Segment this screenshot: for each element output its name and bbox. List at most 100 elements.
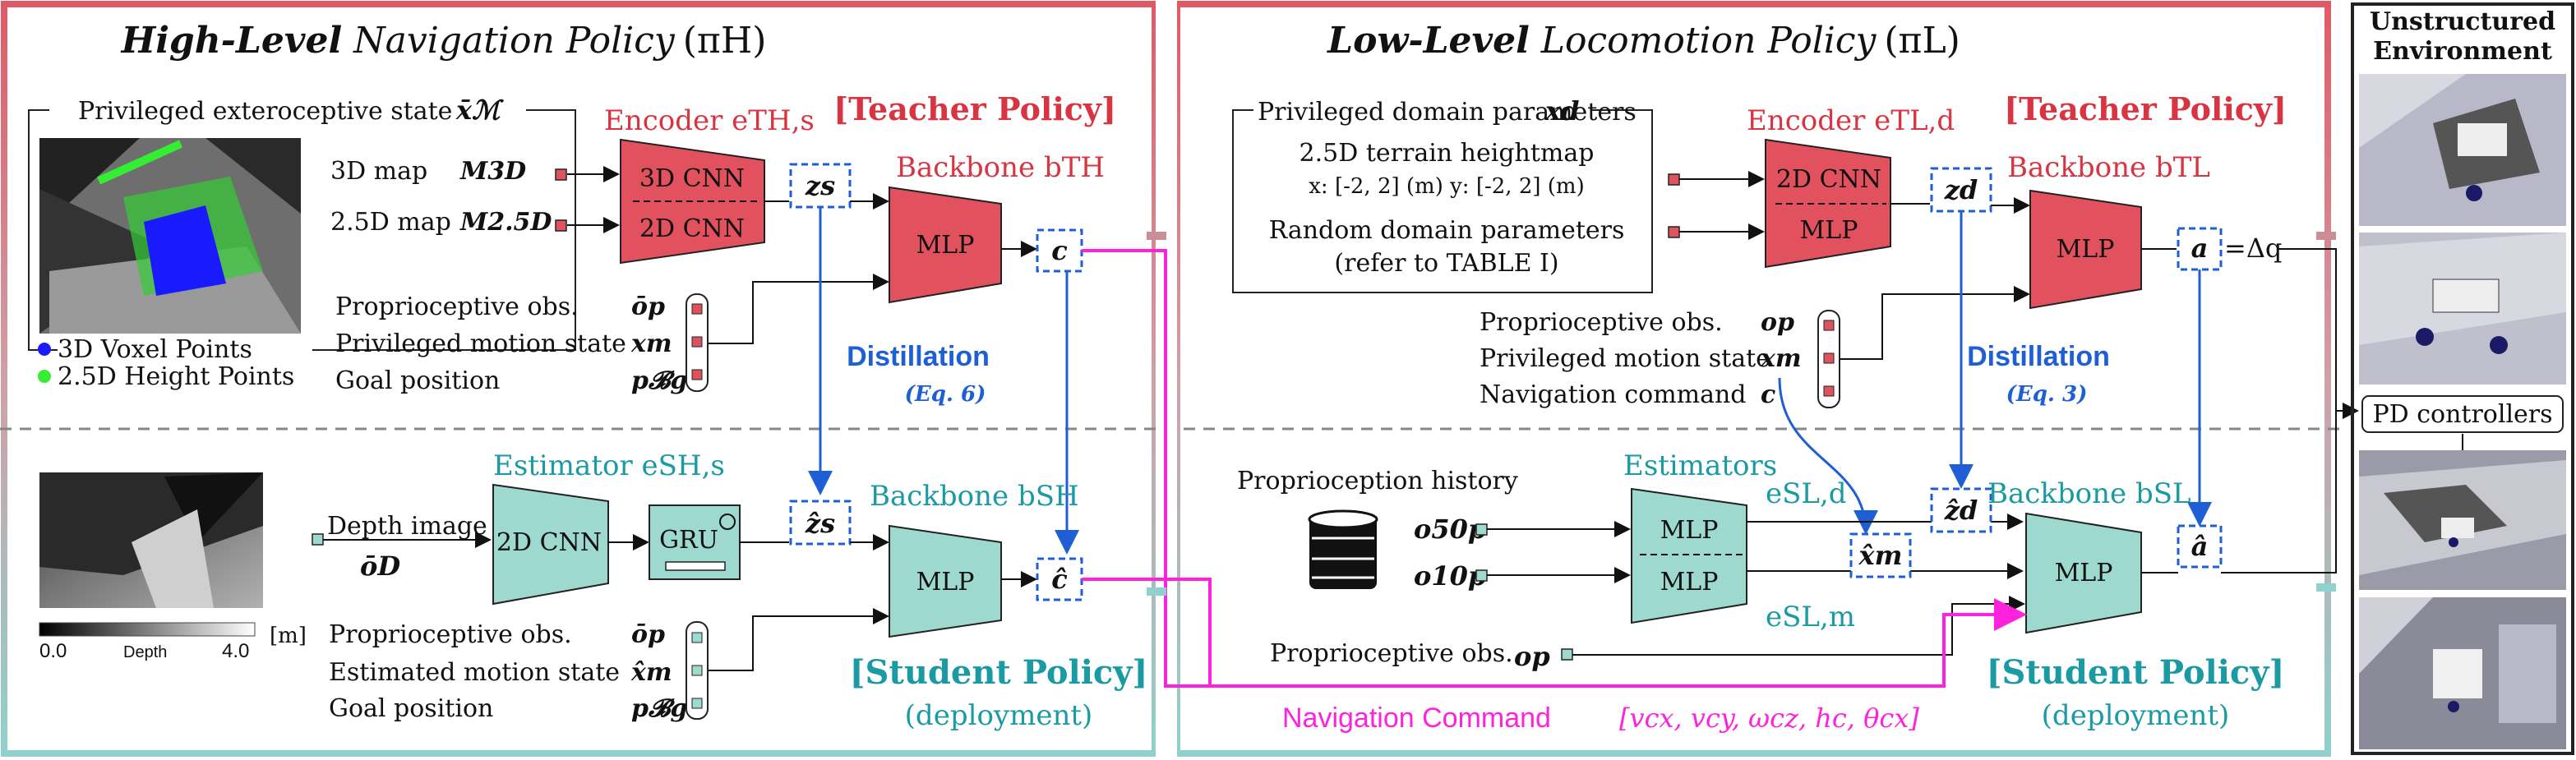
student-estimator-label: Estimator eSH,s [493,449,725,482]
ll-student-latent-box [1930,487,1992,533]
op10-port [1475,569,1488,582]
student-mlp-label: MLP [916,568,975,596]
ll-student-mlp-label: MLP [2055,559,2113,587]
ll-teacher-action-box [2177,227,2223,271]
ll-student-motion-box [1849,532,1912,578]
height-legend-marker [38,370,51,383]
priv-motion-label: Privileged motion state [335,329,626,358]
depth-port [312,533,324,546]
student-latent-symbol: ẑs [805,508,835,539]
ll-student-prop-arrow [1572,596,2025,656]
priv-domain-symbol: xd [1544,95,1579,127]
teacher-encoder-label: Encoder eTH,s [604,104,815,137]
ll-nav-cmd-label: Navigation command [1480,380,1747,409]
map-25d-label: 2.5D map [330,208,451,237]
env-image-4 [2359,597,2566,749]
ll-distillation-eq: (Eq. 3) [2006,382,2088,407]
ll-priv-motion-label: Privileged motion state [1480,344,1770,373]
map-3d-port [555,168,567,181]
est-motion-label: Estimated motion state [329,658,620,687]
random-domain-label: Random domain parameters [1269,216,1625,245]
nav-command-label: Navigation Command [1282,702,1551,734]
priv-domain-label: Privileged domain parameters [1258,98,1637,127]
estimator-d-label: eSL,d [1766,477,1847,510]
sym-op50: o50p [1414,514,1486,545]
high-level-title: High-Level Navigation Policy(πH) [120,20,767,62]
ll-connector-top [2316,232,2336,240]
ll-teacher-mlp-label: MLP [2057,235,2115,264]
depth-axis-label: Depth [123,643,167,661]
sym-op10: o10p [1414,560,1486,592]
ll-connector-bottom [2316,583,2336,592]
sym-xm-teacher: xm [630,329,672,358]
sym-od: ōD [360,550,400,582]
env-image-3 [2359,450,2566,590]
teacher-goal-label: Goal position [335,366,500,395]
database-icon [1308,509,1378,589]
ll-teacher-prop-arrow [1840,286,2030,360]
ll-student-action-box [2177,524,2223,569]
depth-image [39,472,263,608]
environment-frame [2351,2,2574,755]
ll-estimators-label: Estimators [1623,449,1777,482]
voxel-scene-image [39,138,301,334]
ll-distillation-label: Distillation [1967,341,2110,372]
student-command-box [1036,557,1083,601]
student-goal-label: Goal position [329,694,493,723]
cnn-3d-label: 3D CNN [639,164,745,193]
ll-sym-xm: xm [1760,344,1802,373]
teacher-command-symbol: c [1051,235,1067,266]
ll-teacher-encoder-label: Encoder eTL,d [1747,104,1955,137]
gru-recurrence-icon [719,514,736,530]
ll-estimator-block [1631,487,1747,624]
teacher-command-route [1151,249,1282,688]
student-cnn-block [492,483,609,606]
map-3d-symbol: M3D [459,157,526,186]
teacher-mlp-block [889,186,1002,304]
env-image-2 [2359,233,2566,385]
nav-command-arrow [1282,598,2027,688]
sym-op-student: ōp [631,620,665,649]
student-prop-obs-label: Proprioceptive obs. [329,620,572,649]
hl-connector-bottom [1147,587,1166,596]
estimator-m-label: eSL,m [1766,601,1855,633]
ll-est-mlp-top-label: MLP [1660,516,1719,545]
ll-student-sym-op: op [1514,641,1550,672]
student-mlp-block [889,524,1002,638]
map-3d-label: 3D map [330,157,427,186]
ll-teacher-policy-label: [Teacher Policy] [2004,90,2287,127]
voxel-legend-label: 3D Voxel Points [58,335,252,364]
sym-xm-hat: x̂m [630,658,672,687]
ll-teacher-encoder-block [1765,138,1891,269]
table-ref-label: (refer to TABLE I) [1334,249,1558,278]
environment-title-line2: Environment [2373,37,2552,66]
student-policy-label: [Student Policy] [850,653,1148,692]
pd-controllers-box [2361,395,2564,433]
ll-student-backbone-label: Backbone bSL [1987,477,2191,510]
map-25d-port [555,219,567,232]
depth-max-label: 4.0 [222,640,249,662]
ll-student-mlp-block [2025,512,2142,634]
teacher-policy-label: [Teacher Policy] [833,90,1116,127]
student-to-pd-line [2322,411,2337,573]
gru-label: GRU [659,526,718,555]
student-latent-box [789,500,852,546]
sym-op-teacher: ōp [631,292,665,321]
prop-history-label: Proprioception history [1237,467,1518,495]
ll-student-action-symbol: â [2191,531,2209,562]
height-legend-label: 2.5D Height Points [58,362,294,391]
nav-command-vector: [vcx, vcy, ωcz, hc, θcx] [1619,702,1919,734]
ll-cnn-label: 2D CNN [1776,165,1881,194]
ll-student-latent-symbol: ẑd [1944,495,1978,526]
teacher-latent-symbol: zs [805,170,835,201]
heightmap-label: 2.5D terrain heightmap [1300,139,1595,168]
teacher-prop-arrow [708,274,889,344]
student-backbone-label: Backbone bSH [870,480,1079,513]
teacher-prop-obs-label: Proprioceptive obs. [335,292,579,321]
high-level-panel-frame [1,1,1158,757]
hl-connector-top [1147,232,1166,240]
heightmap-port [1668,173,1680,186]
exteroceptive-state-symbol: x̄ℳ [455,94,504,126]
